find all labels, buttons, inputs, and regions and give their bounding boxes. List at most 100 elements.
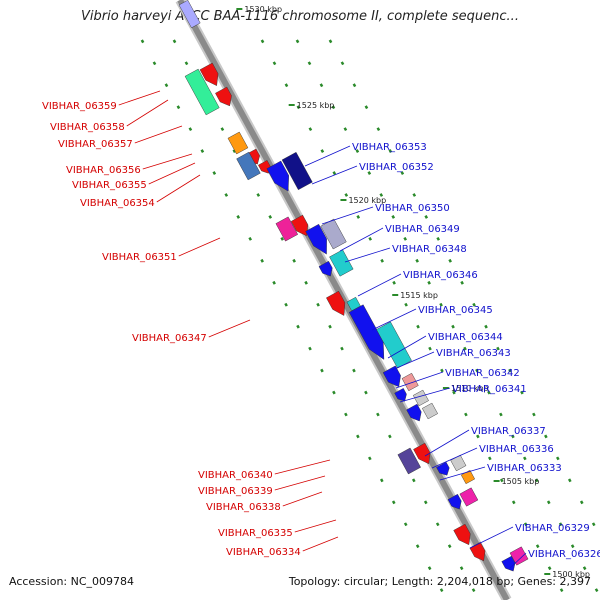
- gene-box: [412, 389, 429, 407]
- reverse-leader-line: [509, 552, 527, 569]
- genome-summary-text: Topology: circular; Length: 2,204,018 bp…: [288, 575, 591, 588]
- gene-glyph: [459, 487, 479, 507]
- gene-box: [401, 372, 419, 392]
- gene-glyph: [318, 260, 333, 277]
- reverse-leader-line: [439, 466, 486, 481]
- reverse-gene-label: VIBHAR_06329: [515, 523, 590, 534]
- gene-box: [422, 402, 438, 420]
- kbp-label: 1525 kbp: [297, 101, 335, 110]
- forward-leader-line: [178, 237, 221, 257]
- guide-line: [295, 39, 600, 599]
- guide-line: [140, 39, 449, 600]
- reverse-gene-label: VIBHAR_06353: [352, 142, 427, 153]
- gene-glyph: [258, 160, 271, 174]
- guide-line: [260, 39, 569, 600]
- gene-glyph: [329, 249, 354, 277]
- guide-line: [172, 39, 481, 600]
- gene-arrow: [290, 214, 309, 237]
- reverse-leader-line: [469, 526, 514, 549]
- forward-gene-label: VIBHAR_06347: [132, 333, 207, 344]
- gene-box: [509, 546, 529, 566]
- kbp-label: 1520 kbp: [348, 196, 386, 205]
- forward-leader-line: [294, 519, 337, 533]
- gene-box: [184, 68, 220, 116]
- reverse-gene-label: VIBHAR_06342: [445, 368, 520, 379]
- gene-box: [450, 454, 467, 472]
- reverse-gene-label: VIBHAR_06343: [436, 348, 511, 359]
- forward-gene-label: VIBHAR_06334: [226, 547, 301, 558]
- gene-glyph: [413, 442, 431, 465]
- reverse-gene-label: VIBHAR_06341: [452, 384, 527, 395]
- forward-gene-label: VIBHAR_06357: [58, 139, 133, 150]
- reverse-leader-line: [344, 247, 391, 263]
- kbp-label: 1530 kbp: [244, 5, 282, 14]
- forward-gene-label: VIBHAR_06340: [198, 470, 273, 481]
- gene-box: [178, 0, 201, 29]
- reverse-gene-label: VIBHAR_06352: [359, 162, 434, 173]
- reverse-leader-line: [431, 447, 478, 469]
- kbp-label: 1510 kbp: [451, 384, 489, 393]
- reverse-leader-line: [357, 273, 402, 297]
- forward-leader-line: [148, 162, 196, 185]
- reverse-leader-line: [339, 227, 384, 252]
- reverse-gene-label: VIBHAR_06337: [471, 426, 546, 437]
- reverse-gene-label: VIBHAR_06326: [528, 549, 600, 560]
- kbp-label: 1515 kbp: [400, 291, 438, 300]
- gene-glyph: [450, 454, 467, 472]
- gene-glyph: [199, 62, 219, 86]
- gene-arrow: [382, 365, 401, 388]
- gene-glyph: [401, 372, 419, 392]
- reverse-gene-label: VIBHAR_06333: [487, 463, 562, 474]
- gene-glyph: [453, 523, 471, 546]
- gene-box: [227, 131, 249, 155]
- reverse-leader-line: [399, 387, 451, 403]
- gene-arrow: [199, 62, 219, 86]
- accession-text: Accession: NC_009784: [9, 575, 135, 588]
- forward-leader-line: [208, 319, 251, 338]
- kbp-label: 1505 kbp: [502, 477, 540, 486]
- gene-glyph: [281, 151, 313, 191]
- gene-arrow: [266, 160, 289, 192]
- gene-glyph: [412, 389, 429, 407]
- gene-glyph: [290, 214, 309, 237]
- forward-gene-label: VIBHAR_06356: [66, 165, 141, 176]
- forward-leader-line: [156, 174, 201, 203]
- reverse-leader-line: [387, 335, 427, 359]
- reverse-gene-label: VIBHAR_06336: [479, 444, 554, 455]
- gene-glyph: [422, 402, 438, 420]
- gene-glyph: [509, 546, 529, 566]
- reverse-gene-label: VIBHAR_06345: [418, 305, 493, 316]
- reverse-gene-label: VIBHAR_06346: [403, 270, 478, 281]
- gene-arrow: [453, 523, 471, 546]
- gene-box: [236, 151, 261, 181]
- gene-glyph: [436, 461, 450, 476]
- reverse-leader-line: [371, 308, 417, 331]
- gene-glyph: [397, 447, 421, 475]
- reverse-gene-label: VIBHAR_06348: [392, 244, 467, 255]
- gene-box: [397, 447, 421, 475]
- forward-gene-label: VIBHAR_06354: [80, 198, 155, 209]
- gene-box: [329, 249, 354, 277]
- reverse-leader-line: [395, 371, 444, 389]
- forward-gene-label: VIBHAR_06358: [50, 122, 125, 133]
- forward-leader-line: [302, 536, 339, 552]
- gene-glyph: [227, 131, 249, 155]
- forward-leader-line: [282, 491, 323, 507]
- gene-glyph: [305, 223, 327, 255]
- forward-leader-line: [134, 125, 183, 144]
- gene-glyph: [184, 68, 220, 116]
- gene-arrow: [406, 403, 422, 422]
- gene-arrow: [305, 223, 327, 255]
- gene-arrow: [326, 290, 346, 316]
- forward-gene-label: VIBHAR_06335: [218, 528, 293, 539]
- gene-glyph: [382, 365, 401, 388]
- kbp-label: 1500 kbp: [552, 570, 590, 579]
- forward-gene-label: VIBHAR_06338: [206, 502, 281, 513]
- gene-arrow: [258, 160, 271, 174]
- gene-box: [275, 216, 299, 242]
- gene-arrow: [215, 86, 232, 107]
- reverse-leader-line: [321, 206, 374, 225]
- reverse-leader-line: [304, 145, 351, 167]
- gene-arrow: [436, 461, 450, 476]
